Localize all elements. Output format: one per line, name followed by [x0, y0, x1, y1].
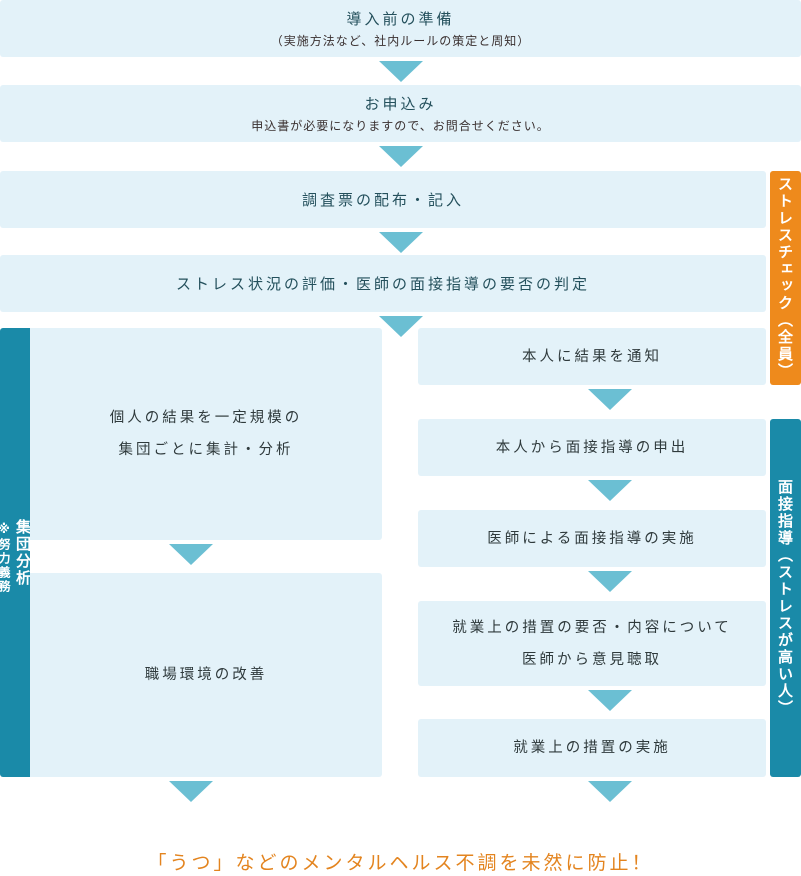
down-arrow-icon — [169, 781, 213, 802]
down-arrow-icon — [379, 146, 423, 167]
step-interview: 医師による面接指導の実施 — [418, 510, 766, 567]
step-group-analysis: 個人の結果を一定規模の 集団ごとに集計・分析 — [30, 328, 382, 540]
step-measures: 就業上の措置の実施 — [418, 719, 766, 777]
down-arrow-icon — [379, 316, 423, 337]
step-preparation: 導入前の準備 （実施方法など、社内ルールの策定と周知） — [0, 0, 801, 57]
step-request: 本人から面接指導の申出 — [418, 419, 766, 476]
step-subtitle: 申込書が必要になりますので、お問合せください。 — [251, 119, 550, 133]
step-workplace-improvement: 職場環境の改善 — [30, 573, 382, 777]
tag-note: ※努力義務 — [0, 521, 11, 594]
step-title: 調査票の配布・記入 — [301, 191, 464, 209]
step-text: 就業上の措置の実施 — [513, 740, 671, 756]
stress-check-tag: ストレスチェック（全員） — [770, 171, 801, 385]
step-text: 本人に結果を通知 — [522, 348, 662, 365]
step-text: 個人の結果を一定規模の — [109, 410, 303, 426]
tag-label: 面接指導（ストレスが高い人） — [776, 479, 794, 717]
step-survey: 調査票の配布・記入 — [0, 171, 766, 228]
step-notify: 本人に結果を通知 — [418, 328, 766, 385]
down-arrow-icon — [588, 389, 632, 410]
tag-label: ストレスチェック（全員） — [776, 176, 794, 380]
group-analysis-tag: 集団分析 ※努力義務 — [0, 328, 32, 777]
down-arrow-icon — [169, 544, 213, 565]
step-title: 導入前の準備 — [346, 10, 455, 28]
step-text: 集団ごとに集計・分析 — [118, 442, 294, 458]
step-text: 就業上の措置の要否・内容について — [452, 619, 732, 636]
step-text: 医師から意見聴取 — [522, 651, 662, 668]
step-title: お申込み — [364, 95, 437, 113]
step-text: 医師による面接指導の実施 — [487, 530, 697, 547]
step-subtitle: （実施方法など、社内ルールの策定と周知） — [270, 34, 531, 48]
down-arrow-icon — [588, 571, 632, 592]
step-evaluation: ストレス状況の評価・医師の面接指導の要否の判定 — [0, 255, 766, 312]
step-text: 職場環境の改善 — [144, 667, 268, 683]
step-doctor-opinion: 就業上の措置の要否・内容について 医師から意見聴取 — [418, 601, 766, 686]
step-title: ストレス状況の評価・医師の面接指導の要否の判定 — [175, 275, 590, 293]
down-arrow-icon — [379, 232, 423, 253]
down-arrow-icon — [588, 480, 632, 501]
step-text: 本人から面接指導の申出 — [495, 439, 689, 456]
step-application: お申込み 申込書が必要になりますので、お問合せください。 — [0, 85, 801, 142]
tag-label: 集団分析 — [14, 518, 32, 587]
interview-guidance-tag: 面接指導（ストレスが高い人） — [770, 419, 801, 777]
footer-message: 「うつ」などのメンタルヘルス不調を未然に防止！ — [147, 852, 654, 874]
down-arrow-icon — [588, 690, 632, 711]
down-arrow-icon — [588, 781, 632, 802]
down-arrow-icon — [379, 61, 423, 82]
